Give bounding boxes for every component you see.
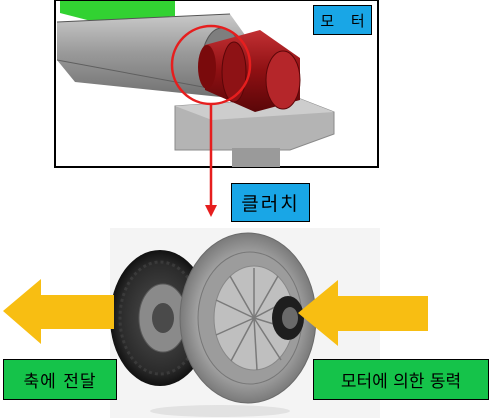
arrow-left-icon bbox=[3, 279, 114, 344]
to-axis-label: 축에 전달 bbox=[3, 359, 117, 400]
motor-power-label: 모터에 의한 동력 bbox=[313, 359, 489, 400]
callout-arrow bbox=[205, 104, 217, 217]
motor-label: 모 터 bbox=[313, 5, 372, 35]
clutch-label: 클러치 bbox=[231, 183, 310, 222]
arrow-right-icon bbox=[298, 280, 428, 346]
